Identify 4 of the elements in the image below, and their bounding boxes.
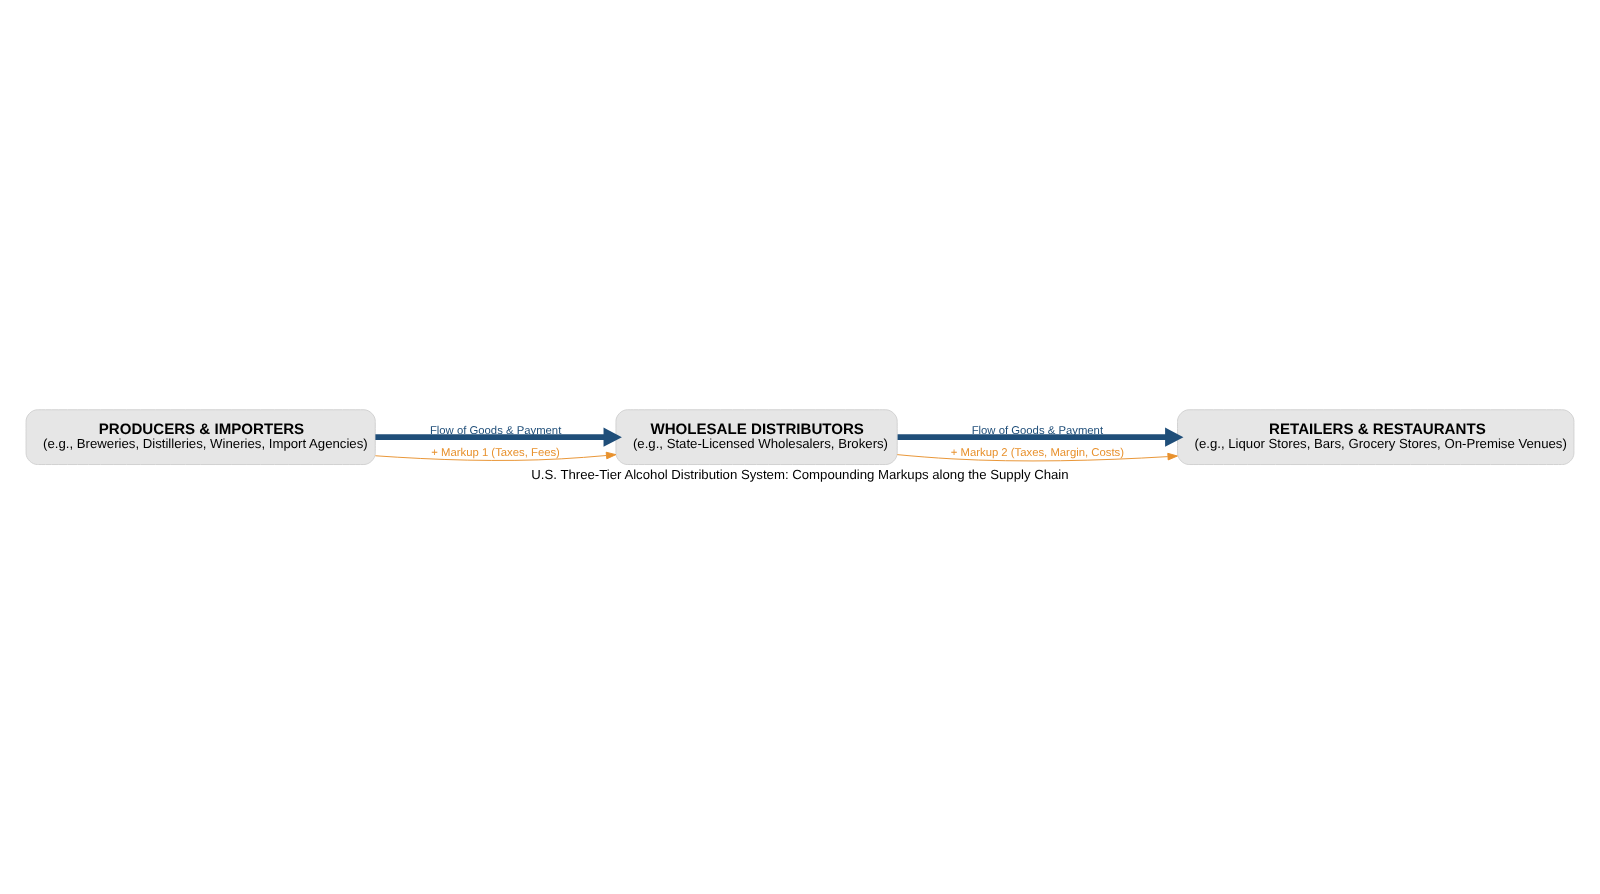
arrow [896,451,1178,461]
arrow [897,426,1184,446]
arrow [374,450,617,460]
arrow [375,426,622,446]
